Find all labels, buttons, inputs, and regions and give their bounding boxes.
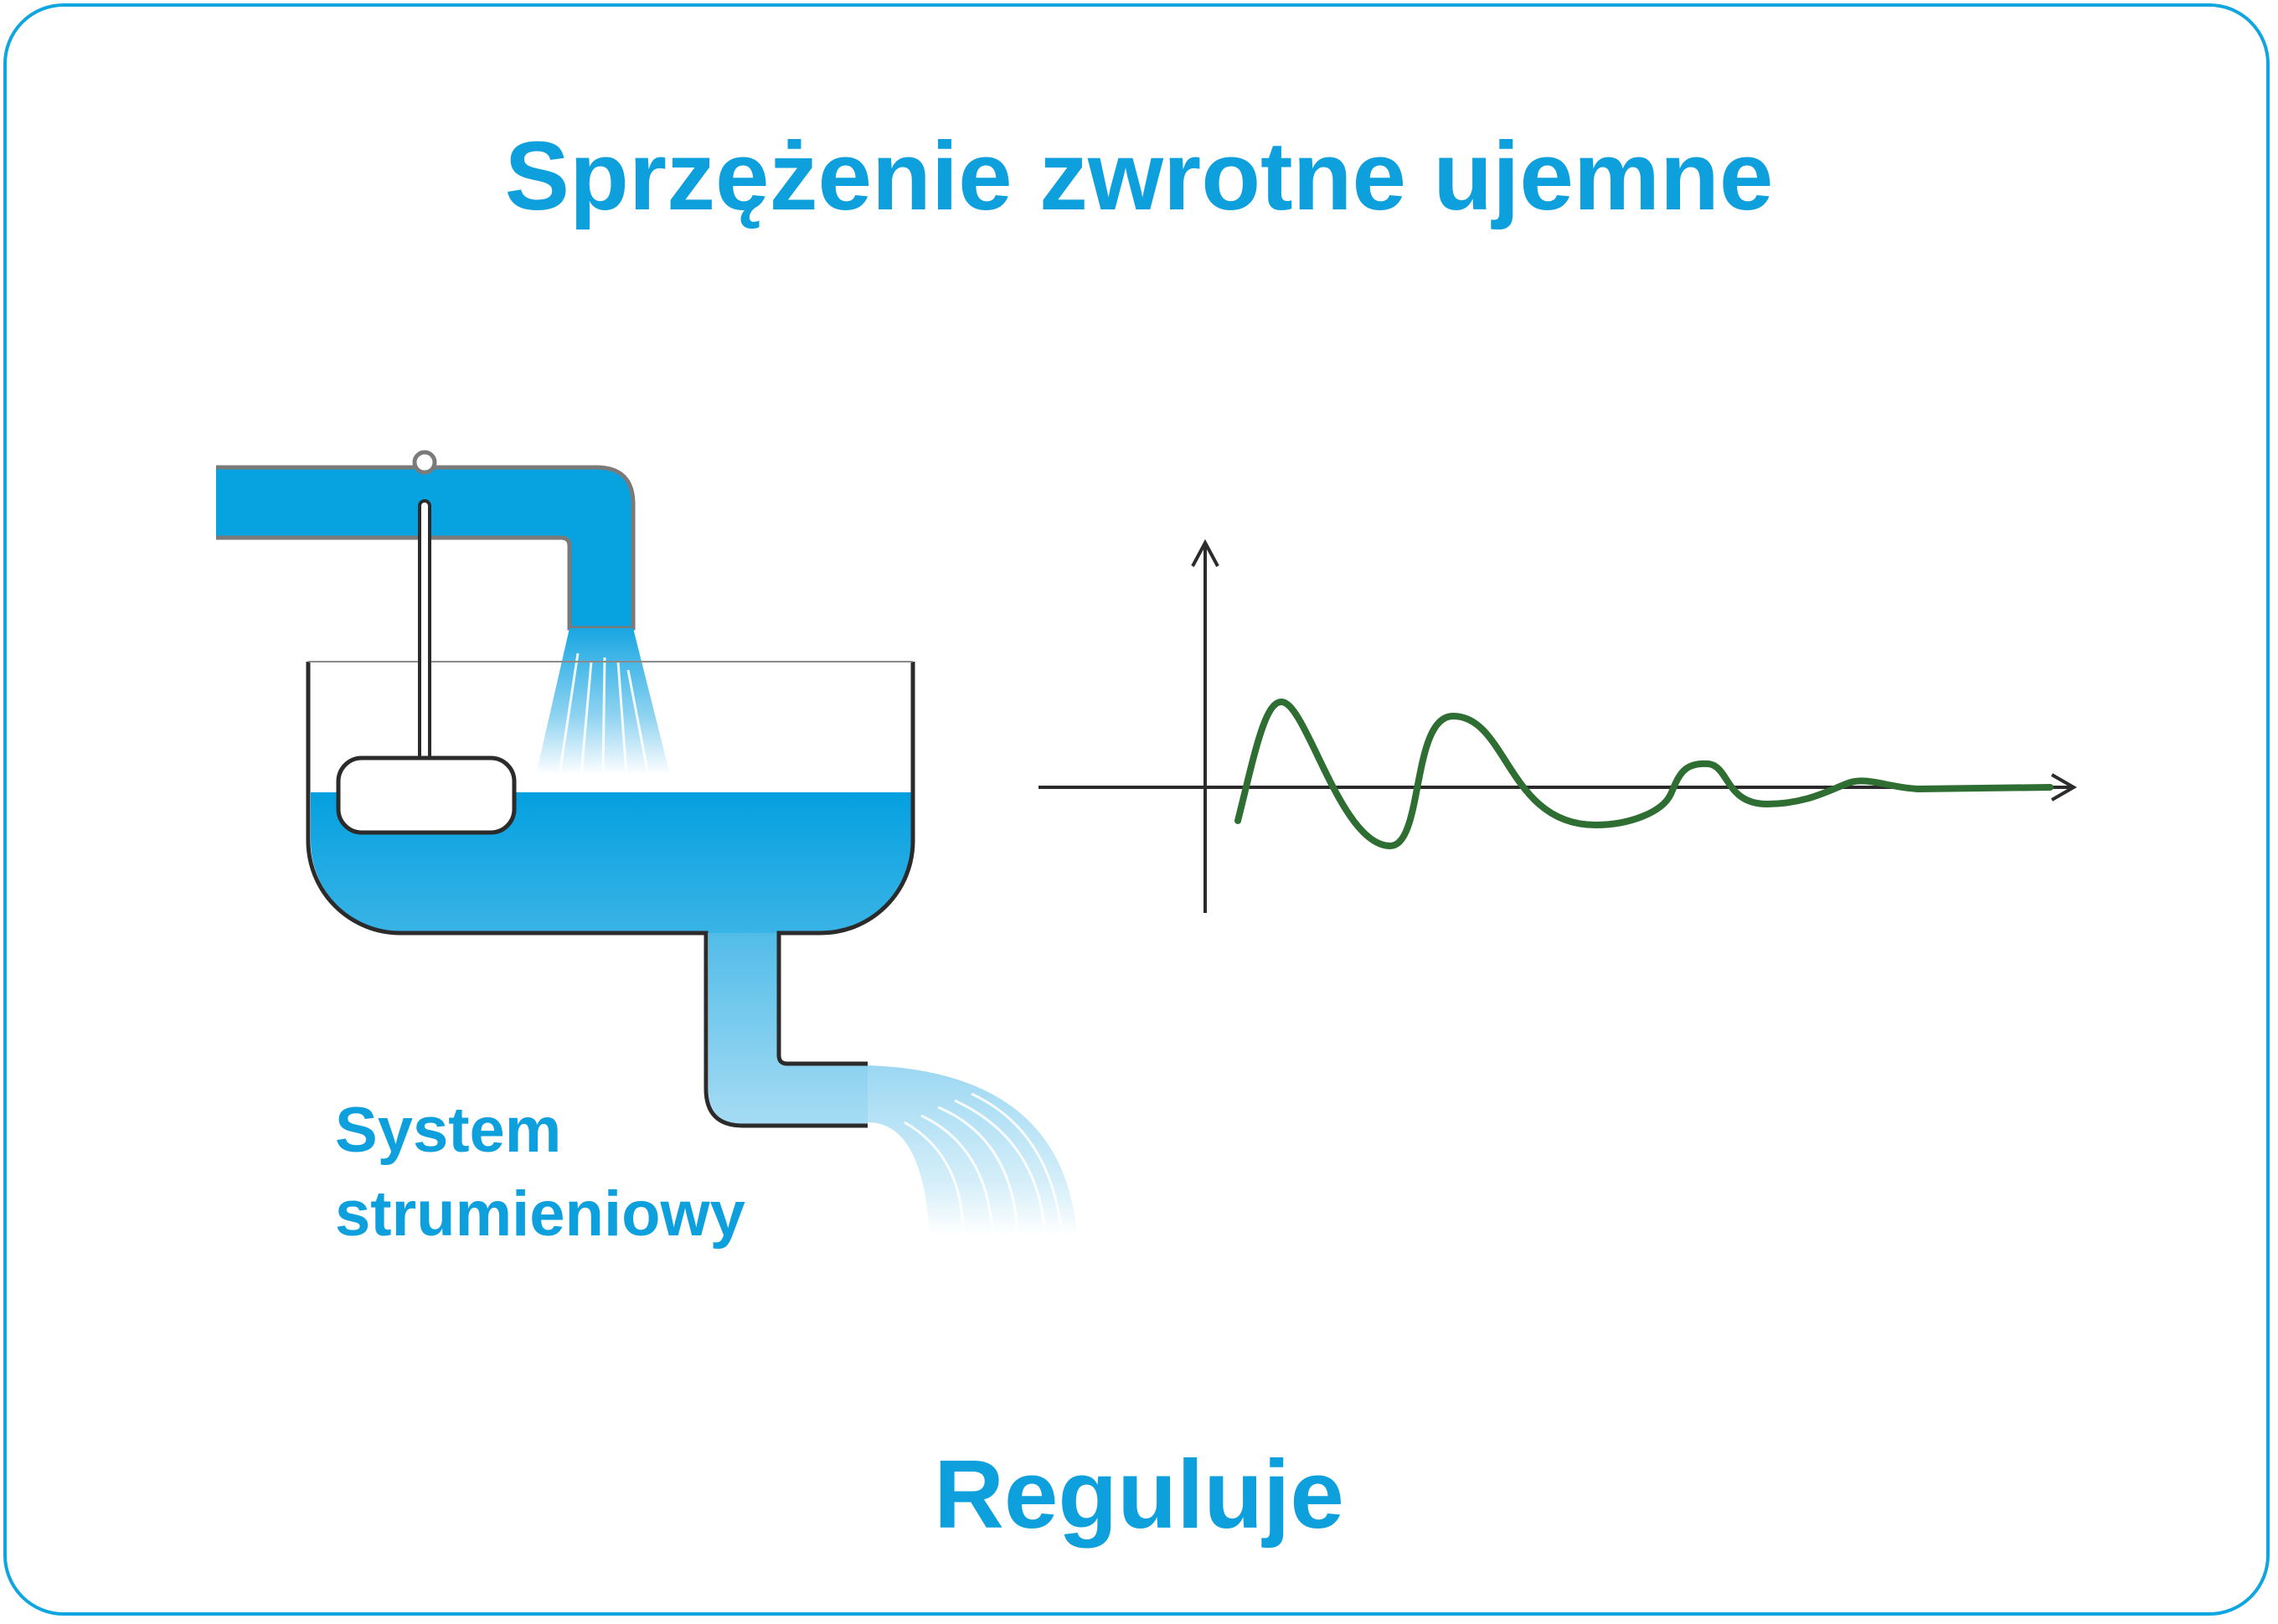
system-label-line2: strumieniowy <box>335 1178 745 1250</box>
diagram-frame <box>3 3 2270 1616</box>
diagram-title: Sprzężenie zwrotne ujemne <box>504 121 1774 230</box>
float-valve <box>336 499 517 835</box>
diagram-caption: Reguluje <box>934 1440 1344 1549</box>
outflow-jet <box>868 1065 1077 1236</box>
inflow-jet <box>536 628 670 776</box>
y-axis-arrow-icon <box>1191 539 1219 567</box>
response-chart <box>1038 539 2078 913</box>
damped-oscillation-curve <box>1234 699 2054 849</box>
system-label-line1: System <box>335 1095 562 1166</box>
tank-outline <box>306 662 915 1128</box>
x-axis-arrow-icon <box>2051 773 2078 802</box>
